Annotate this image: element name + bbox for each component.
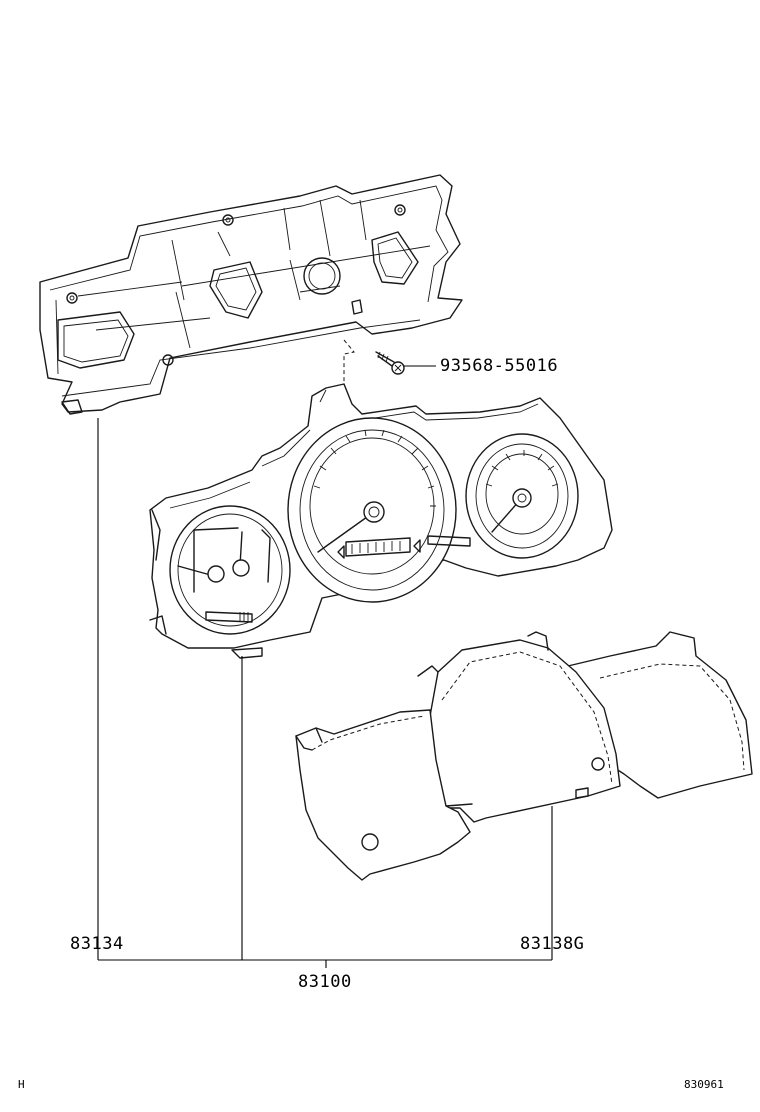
rear-housing-drawing <box>39 174 463 415</box>
lens-drawing <box>295 631 753 881</box>
leader-lines <box>97 418 553 968</box>
part-number-screw: 93568-55016 <box>440 356 559 376</box>
part-number-lens: 83138G <box>520 934 585 954</box>
part-number-housing: 83134 <box>70 934 124 954</box>
footer-right-code: 830961 <box>684 1078 724 1091</box>
part-number-cluster: 83100 <box>298 972 352 992</box>
footer-left-code: H <box>18 1078 25 1091</box>
meter-cluster-drawing <box>149 383 613 659</box>
screw-drawing <box>375 351 436 375</box>
